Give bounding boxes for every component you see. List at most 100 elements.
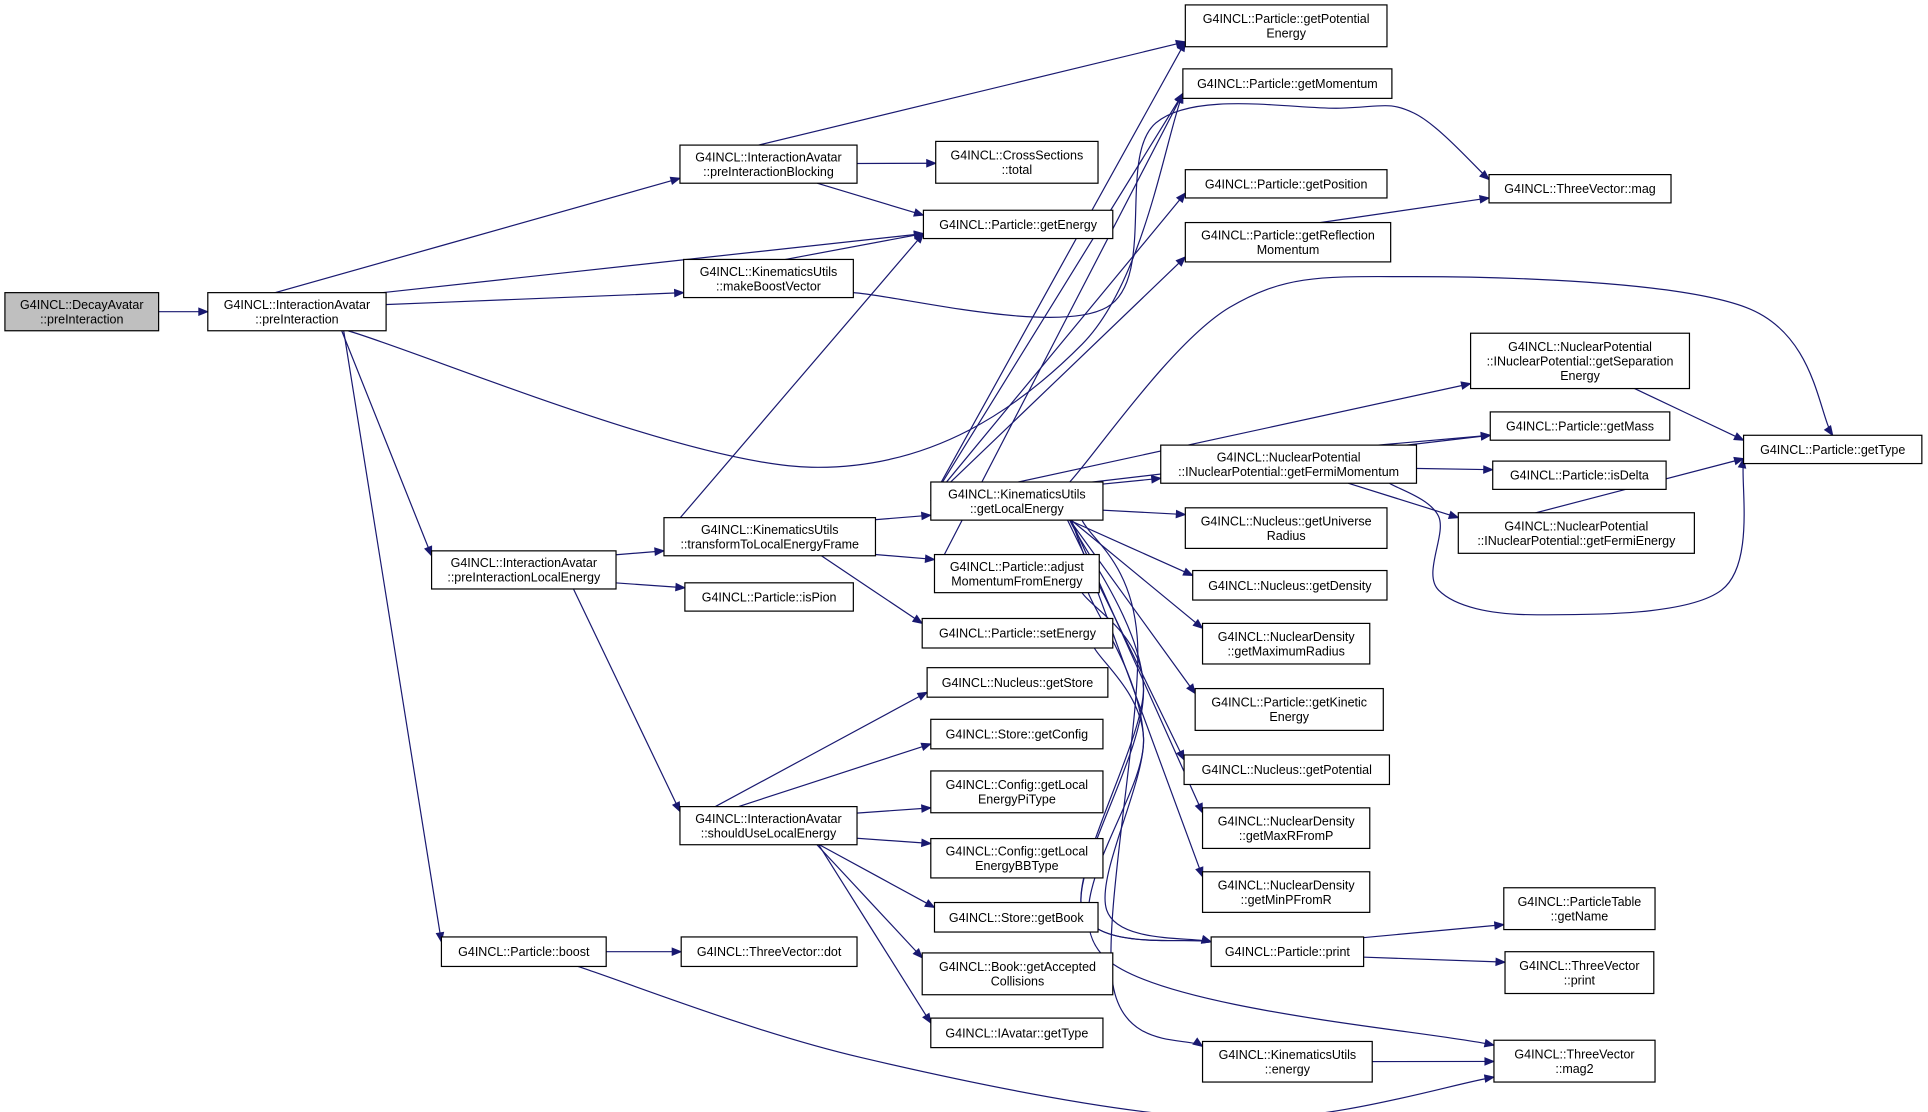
node-box <box>1184 169 1388 199</box>
edge-n09-n08 <box>663 232 925 538</box>
edge-line <box>818 844 932 1024</box>
node-box <box>680 936 858 968</box>
node-label-line: G4INCL::Particle::setEnergy <box>939 627 1097 641</box>
node-box <box>1469 332 1691 390</box>
node-n08[interactable]: G4INCL::Particle::getEnergy <box>922 209 1114 240</box>
node-label-line: G4INCL::NuclearPotential <box>1504 519 1648 533</box>
node-n29[interactable]: G4INCL::Nucleus::getDensity <box>1192 569 1388 601</box>
edge-arrowhead <box>671 947 683 957</box>
edge-arrowhead <box>1460 381 1472 390</box>
node-label-line: G4INCL::ThreeVector <box>1514 1047 1634 1061</box>
node-n11[interactable]: G4INCL::InteractionAvatar::shouldUseLoca… <box>679 806 858 846</box>
node-label-line: Energy <box>1269 710 1309 724</box>
node-box <box>1184 507 1388 549</box>
node-n17[interactable]: G4INCL::Store::getConfig <box>930 718 1104 750</box>
node-n34[interactable]: G4INCL::NuclearDensity::getMinPFromR <box>1201 871 1371 913</box>
node-n14[interactable]: G4INCL::Particle::adjustMomentumFromEner… <box>933 553 1100 594</box>
edge-arrowhead <box>1493 921 1506 930</box>
node-n15[interactable]: G4INCL::Particle::setEnergy <box>921 617 1114 649</box>
node-n03[interactable]: G4INCL::InteractionAvatar::preInteractio… <box>679 144 858 184</box>
edge-arrowhead <box>920 742 933 751</box>
node-n20[interactable]: G4INCL::Store::getBook <box>933 901 1099 933</box>
edge-arrowhead <box>924 899 936 909</box>
node-n44[interactable]: G4INCL::ThreeVector::mag2 <box>1493 1039 1656 1083</box>
node-n45[interactable]: G4INCL::Particle::getType <box>1742 434 1923 465</box>
node-box <box>1201 622 1371 665</box>
node-n41[interactable]: G4INCL::NuclearPotential::INuclearPotent… <box>1457 512 1695 554</box>
node-n37[interactable]: G4INCL::ThreeVector::mag <box>1488 174 1672 204</box>
edge-arrowhead <box>922 1012 932 1025</box>
edge-arrowhead <box>1200 934 1213 944</box>
node-n22[interactable]: G4INCL::IAvatar::getType <box>930 1017 1104 1049</box>
node-label-line: ::preInteraction <box>40 312 123 326</box>
node-n40[interactable]: G4INCL::Particle::isDelta <box>1492 460 1667 490</box>
edge-arrowhead <box>1175 256 1187 267</box>
node-n35[interactable]: G4INCL::Particle::print <box>1210 936 1365 968</box>
edge-arrowhead <box>1479 195 1491 204</box>
node-n16[interactable]: G4INCL::Nucleus::getStore <box>926 667 1109 698</box>
node-box <box>930 770 1104 814</box>
node-n13[interactable]: G4INCL::KinematicsUtils::getLocalEnergy <box>930 481 1104 521</box>
node-n32[interactable]: G4INCL::Nucleus::getPotential <box>1183 754 1391 786</box>
node-n24[interactable]: G4INCL::Particle::getMomentum <box>1182 68 1393 99</box>
edge-n11-n16 <box>679 691 929 827</box>
edge-n13-n30 <box>1070 519 1204 630</box>
node-label-line: MomentumFromEnergy <box>951 574 1083 588</box>
node-box <box>921 617 1114 649</box>
node-label-line: G4INCL::Nucleus::getDensity <box>1208 579 1372 593</box>
node-n33[interactable]: G4INCL::NuclearDensity::getMaxRFromP <box>1201 807 1371 850</box>
node-n04[interactable]: G4INCL::KinematicsUtils::makeBoostVector <box>683 258 854 299</box>
node-n12[interactable]: G4INCL::ThreeVector::dot <box>680 936 858 968</box>
node-n36[interactable]: G4INCL::KinematicsUtils::energy <box>1201 1040 1373 1083</box>
node-n07[interactable]: G4INCL::CrossSections::total <box>935 140 1099 184</box>
node-n42[interactable]: G4INCL::ParticleTable::getName <box>1503 887 1656 931</box>
node-n27[interactable]: G4INCL::NuclearPotential::INuclearPotent… <box>1160 444 1418 484</box>
edge-n06-n44 <box>577 965 1496 1112</box>
edge-arrowhead <box>1192 1037 1204 1048</box>
node-label-line: G4INCL::Particle::getType <box>1760 443 1905 457</box>
node-box <box>663 517 877 557</box>
edge-n13-n45 <box>1069 275 1834 483</box>
node-n09[interactable]: G4INCL::KinematicsUtils::transformToLoca… <box>663 517 877 557</box>
node-label-line: G4INCL::Config::getLocal <box>946 778 1088 792</box>
node-n30[interactable]: G4INCL::NuclearDensity::getMaximumRadius <box>1201 622 1371 665</box>
node-label-line: G4INCL::KinematicsUtils <box>701 523 839 537</box>
edge-arrowhead <box>1195 866 1204 878</box>
node-n38[interactable]: G4INCL::NuclearPotential::INuclearPotent… <box>1469 332 1691 390</box>
node-label-line: G4INCL::Book::getAccepted <box>939 960 1096 974</box>
node-label-line: ::getMinPFromR <box>1241 893 1332 907</box>
edge-arrowhead <box>921 804 933 813</box>
node-label-line: G4INCL::CrossSections <box>951 149 1084 163</box>
node-box <box>930 481 1104 521</box>
edge-line <box>347 93 1184 468</box>
edge-line <box>1093 647 1212 943</box>
node-label-line: G4INCL::NuclearDensity <box>1218 878 1356 892</box>
edge-arrowhead <box>654 547 666 556</box>
node-n01[interactable]: G4INCL::DecayAvatar::preInteraction <box>4 292 160 332</box>
node-n05[interactable]: G4INCL::InteractionAvatar::preInteractio… <box>430 550 617 590</box>
edge-line <box>343 330 443 942</box>
node-box <box>1194 687 1384 731</box>
node-box <box>1504 951 1655 995</box>
node-label-line: G4INCL::Particle::getReflection <box>1201 228 1375 242</box>
node-n06[interactable]: G4INCL::Particle::boost <box>440 936 607 968</box>
edge-n05-n11 <box>572 588 681 813</box>
node-label-line: G4INCL::Particle::isDelta <box>1510 469 1649 483</box>
edge-arrowhead <box>1182 567 1194 576</box>
node-n10[interactable]: G4INCL::Particle::isPion <box>684 582 854 612</box>
node-n25[interactable]: G4INCL::Particle::getPosition <box>1184 169 1388 199</box>
node-n02[interactable]: G4INCL::InteractionAvatar::preInteractio… <box>207 292 387 332</box>
node-n43[interactable]: G4INCL::ThreeVector::print <box>1504 951 1655 995</box>
node-label-line: ::getName <box>1551 909 1609 923</box>
edge-n38-n45 <box>1634 388 1745 441</box>
node-n39[interactable]: G4INCL::Particle::getMass <box>1489 411 1671 441</box>
edge-n13-n32 <box>1066 519 1185 762</box>
